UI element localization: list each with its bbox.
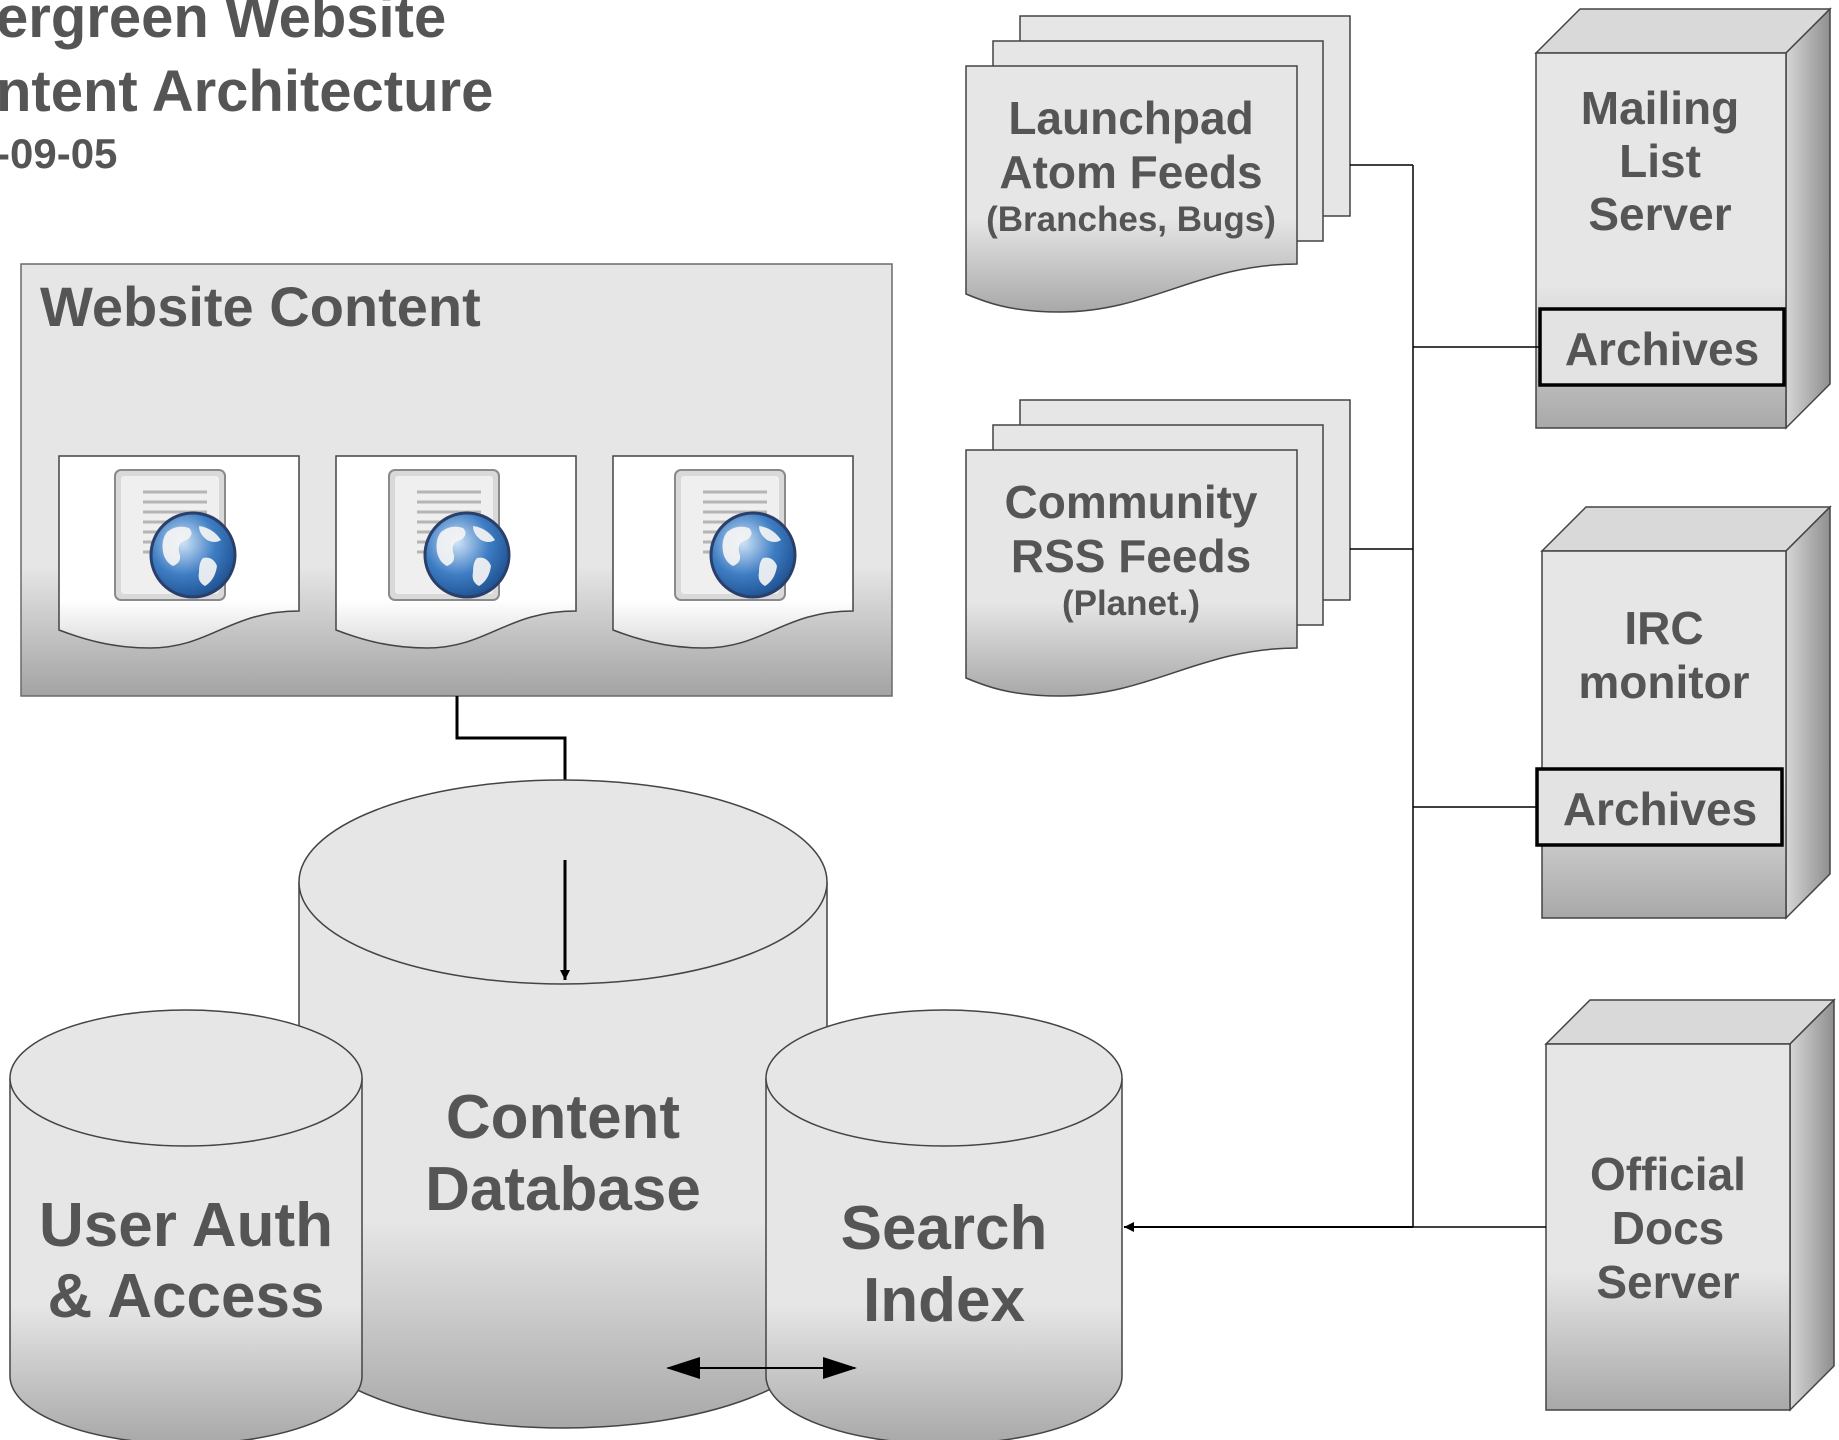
diagram-title-line1: ergreen Website (0, 0, 447, 50)
launchpad-feeds-label-line3: (Branches, Bugs) (986, 200, 1276, 239)
community-feeds-label-line1: Community (1005, 476, 1258, 528)
website-content-label: Website Content (40, 275, 481, 338)
launchpad-feeds-label-line1: Launchpad (1008, 92, 1253, 144)
website-content-box: Website Content (20, 263, 893, 697)
web-document-globe-icon (387, 468, 511, 602)
user-auth-label-line2: & Access (48, 1262, 325, 1331)
user-auth-label-line1: User Auth (39, 1191, 333, 1260)
web-page-card (335, 455, 577, 649)
irc-archives-label: Archives (1563, 783, 1757, 835)
content-database-label-line2: Database (425, 1155, 701, 1224)
community-feeds-label-line3: (Planet.) (1062, 584, 1200, 623)
web-page-card (58, 455, 300, 649)
web-page-card (612, 455, 854, 649)
search-index-database-cylinder: Search Index (765, 1009, 1123, 1440)
launchpad-feeds-stack: Launchpad Atom Feeds (Branches, Bugs) (965, 15, 1351, 313)
user-auth-database-cylinder: User Auth & Access (9, 1009, 363, 1440)
web-document-globe-icon (673, 468, 797, 602)
irc-monitor-label-line2: monitor (1578, 656, 1749, 708)
launchpad-feeds-label-line2: Atom Feeds (999, 146, 1262, 198)
content-database-cylinder: Content Database (298, 779, 828, 1429)
mailing-list-server: Mailing List Server Archives (1534, 7, 1832, 430)
community-feeds-stack: Community RSS Feeds (Planet.) (965, 399, 1351, 697)
mailing-list-label-line3: Server (1588, 188, 1731, 240)
database-search-sync-arrow (666, 1357, 857, 1379)
community-feeds-label-line2: RSS Feeds (1011, 530, 1251, 582)
mailing-list-label-line1: Mailing (1581, 82, 1739, 134)
docs-server-label-line2: Docs (1612, 1202, 1724, 1254)
content-database-label-line1: Content (446, 1083, 680, 1152)
sources-connector-bus (1350, 164, 1546, 1228)
mailing-list-label-line2: List (1619, 135, 1701, 187)
irc-archives-box: Archives (1535, 767, 1784, 847)
official-docs-server: Official Docs Server (1544, 998, 1836, 1412)
search-index-label-line1: Search (841, 1194, 1048, 1263)
diagram-title-line2: ntent Architecture (0, 59, 494, 124)
mailing-list-archives-label: Archives (1565, 323, 1759, 375)
mailing-list-archives-box: Archives (1538, 307, 1786, 387)
docs-server-label-line1: Official (1590, 1148, 1746, 1200)
diagram-date: -09-05 (0, 130, 118, 177)
docs-server-label-line3: Server (1596, 1256, 1739, 1308)
irc-monitor-server: IRC monitor Archives (1535, 505, 1832, 920)
web-document-globe-icon (113, 468, 237, 602)
search-index-label-line2: Index (863, 1266, 1025, 1335)
irc-monitor-label-line1: IRC (1624, 602, 1703, 654)
